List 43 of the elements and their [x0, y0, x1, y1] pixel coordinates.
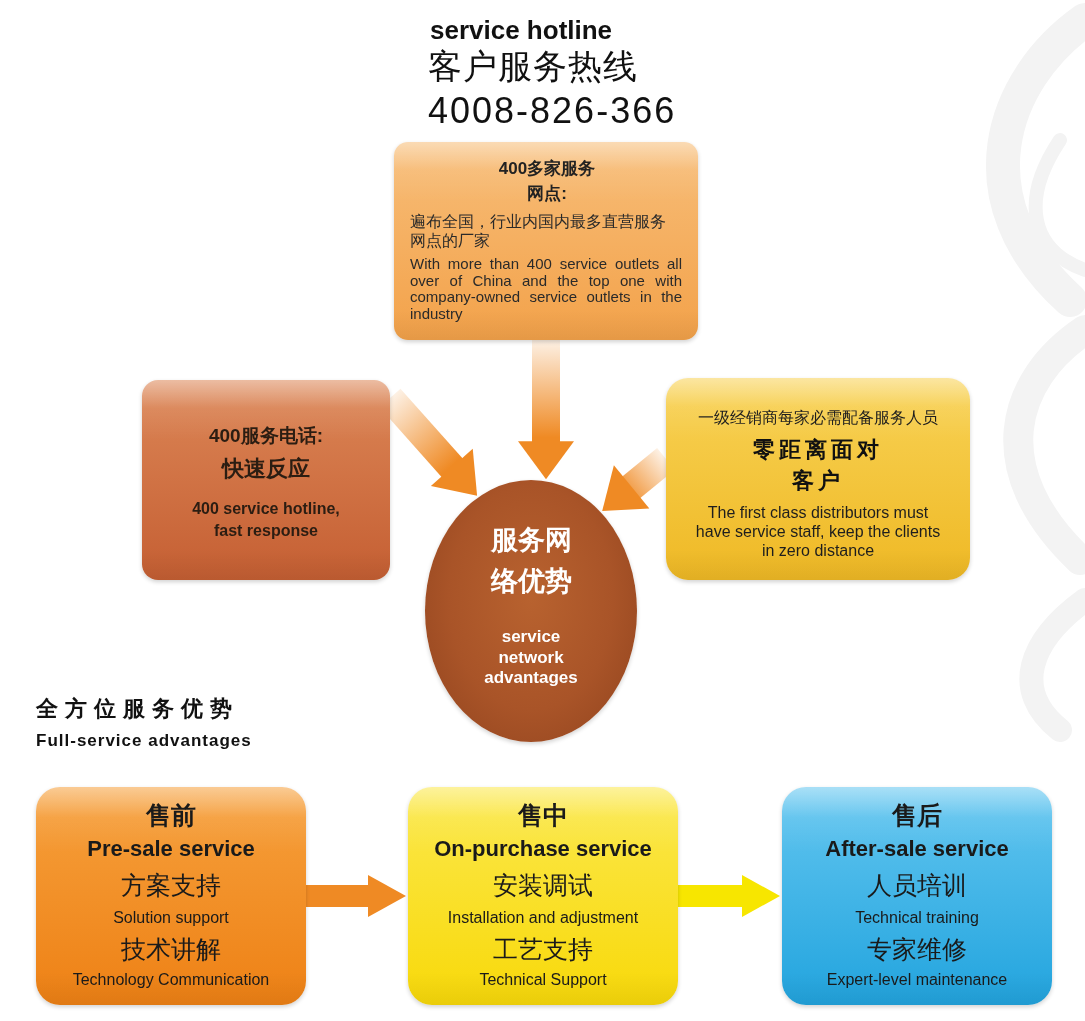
hotline-heading: 客户服务热线: [428, 47, 638, 87]
arrow: [518, 340, 574, 480]
stage-heading: 售后: [891, 800, 943, 831]
service-item-caption: Installation and adjustment: [446, 908, 640, 928]
stage-title: Pre-sale service: [86, 835, 256, 863]
stage-title: After-sale service: [824, 835, 1010, 863]
card-text: 一级经销商每家必需配备服务人员: [697, 408, 939, 428]
service-item-caption: Technology Communication: [71, 970, 271, 990]
service-item: 方案支持: [120, 870, 222, 901]
info-card: [666, 378, 970, 580]
service-item: 技术讲解: [120, 934, 222, 965]
service-item-caption: Expert-level maintenance: [825, 970, 1009, 990]
service-item-caption: Solution support: [112, 908, 230, 928]
card-text: 400 service hotline, fast response: [191, 499, 341, 541]
service-item: 人员培训: [866, 870, 968, 901]
stage-title: On-purchase service: [433, 835, 653, 863]
info-card: [142, 380, 390, 580]
oval-heading: 服务网络优势: [489, 524, 573, 598]
info-card: [394, 142, 698, 340]
hotline-heading: service hotline: [430, 16, 613, 46]
stage-heading: 售中: [517, 800, 569, 831]
service-item: 安装调试: [492, 870, 594, 901]
arrow: [306, 875, 406, 917]
section-subheading: Full-service advantages: [36, 731, 252, 751]
stage-card: [408, 787, 678, 1005]
service-item: 专家维修: [866, 934, 968, 965]
section-heading: 全方位服务优势: [36, 696, 239, 722]
arrow: [678, 875, 780, 917]
stage-heading: 售前: [145, 800, 197, 831]
card-text: With more than 400 service outlets all over of China and the top one with company-owned service outlets in the industry: [410, 256, 682, 322]
service-item: 工艺支持: [492, 934, 594, 965]
card-heading: 400服务电话:: [208, 424, 324, 448]
card-text: 遍布全国，行业内国内最多直营服务网点的厂家: [410, 212, 667, 250]
card-subheading: 快速反应: [220, 455, 311, 483]
service-item-caption: Technical training: [854, 908, 980, 928]
card-text: The first class distributors must have service staff, keep the clients in zero distance: [694, 503, 942, 560]
oval-text: service network advantages: [483, 627, 579, 689]
card-heading: 零距离面对客户: [752, 436, 884, 495]
stage-card: [782, 787, 1052, 1005]
card-heading: 400多家服务网点:: [497, 158, 597, 205]
service-item-caption: Technical Support: [478, 970, 608, 990]
stage-card: [36, 787, 306, 1005]
phone-number: 4008-826-366: [428, 90, 677, 132]
